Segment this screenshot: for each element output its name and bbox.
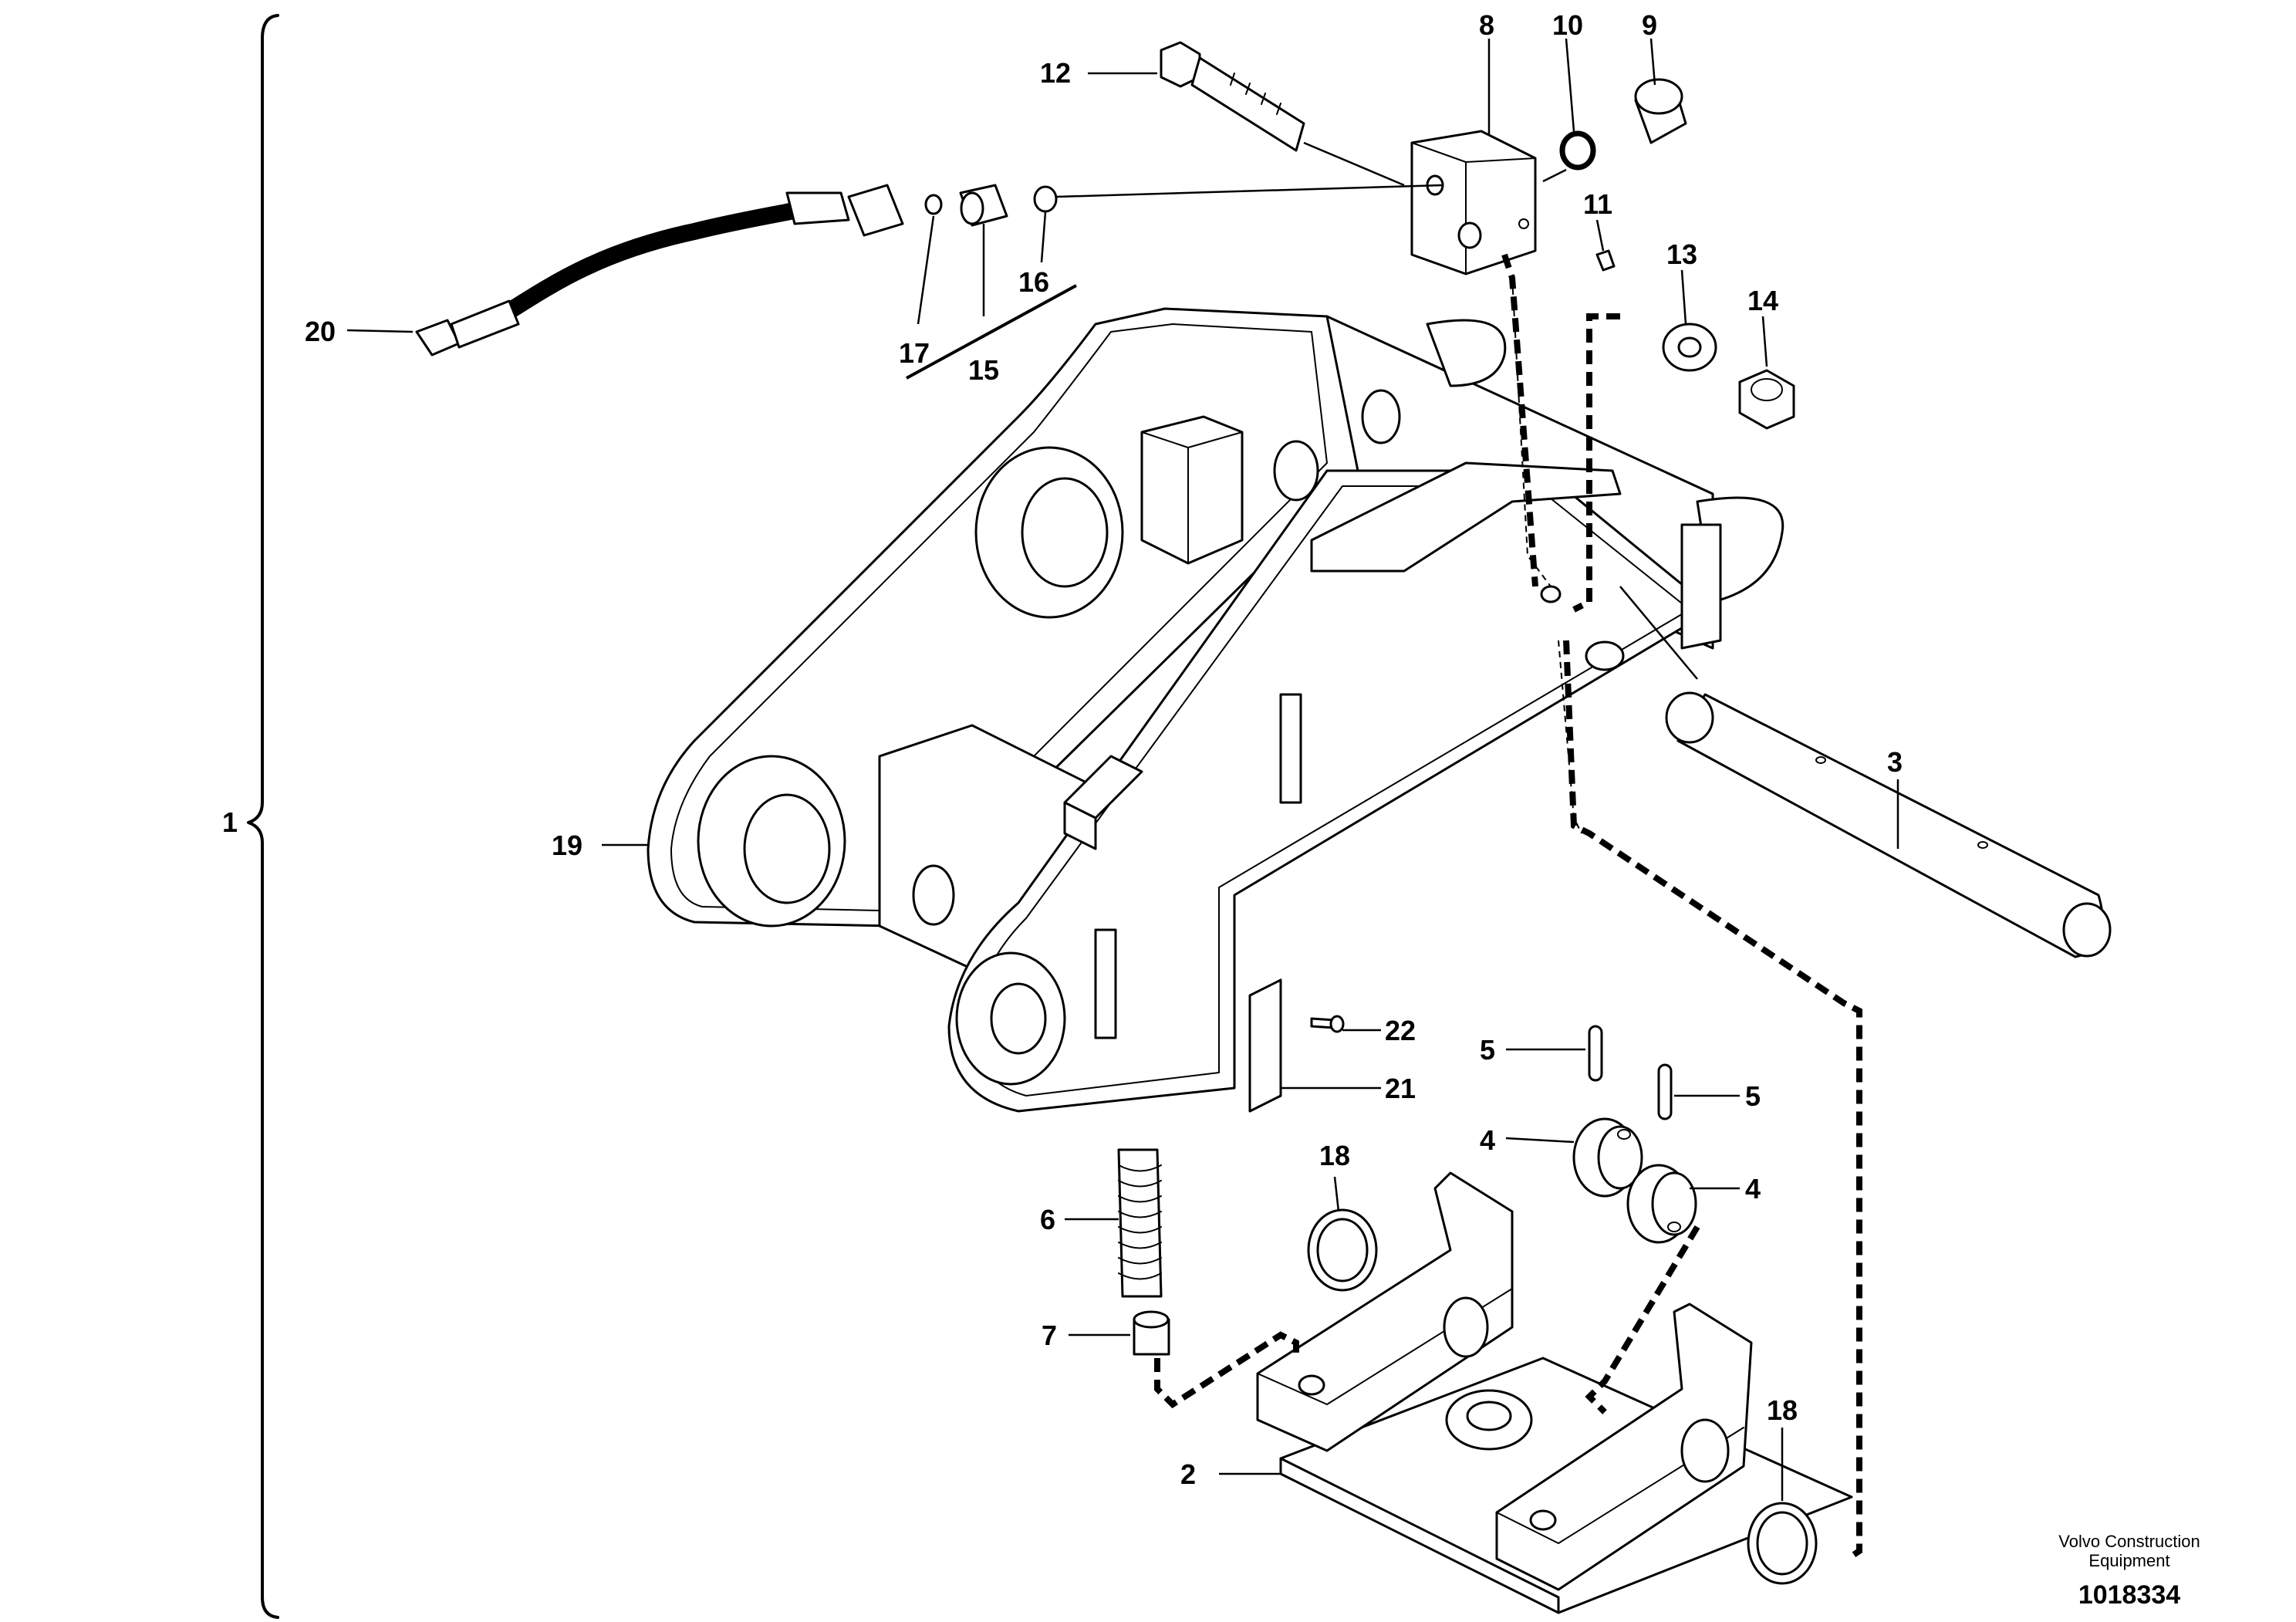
callout-2: 2 [1180, 1458, 1196, 1490]
latch-plate-part-2 [1256, 1171, 1853, 1614]
assembly-brace [247, 14, 279, 1619]
callout-labels: 1 12 8 10 9 11 13 14 20 16 17 15 3 19 22… [222, 9, 1903, 1490]
callout-12: 12 [1040, 57, 1071, 89]
drawing-footer: Volvo Construction Equipment 1018334 [2058, 1532, 2200, 1610]
callout-8: 8 [1479, 9, 1494, 41]
screw-part-22 [1310, 1015, 1345, 1033]
callout-9: 9 [1642, 9, 1657, 41]
callout-6: 6 [1040, 1204, 1055, 1235]
brand-line-1: Volvo Construction [2058, 1532, 2200, 1551]
spring-part-6 [1117, 1148, 1163, 1298]
roll-pin-part-5-left [1588, 1025, 1603, 1082]
adapter-part-15 [959, 184, 1008, 227]
callout-21: 21 [1385, 1073, 1416, 1104]
assembly-paths [1056, 141, 1862, 1562]
callout-18-lower: 18 [1767, 1394, 1798, 1426]
bushing-part-4-right [1626, 1164, 1697, 1244]
callout-4-left: 4 [1480, 1124, 1495, 1156]
callout-4-right: 4 [1745, 1173, 1761, 1205]
callout-leaders [346, 38, 1899, 1501]
plate-part-21 [1248, 978, 1282, 1113]
bolt-part-12 [1160, 41, 1305, 152]
pin-part-3 [1665, 691, 2112, 958]
callout-22: 22 [1385, 1015, 1416, 1046]
ring-part-18-upper [1307, 1208, 1378, 1292]
drawing-number: 1018334 [2078, 1580, 2180, 1610]
hose-assembly-part-20 [415, 184, 904, 357]
callout-13: 13 [1666, 238, 1697, 270]
callout-17: 17 [899, 337, 930, 369]
callout-14: 14 [1747, 285, 1778, 316]
callout-5-right: 5 [1745, 1080, 1761, 1112]
o-ring-part-16 [1033, 185, 1058, 213]
valve-block-part-8 [1410, 130, 1537, 275]
brand-line-2: Equipment [2088, 1551, 2169, 1570]
callout-3: 3 [1887, 746, 1903, 778]
callout-19: 19 [552, 830, 582, 861]
callout-10: 10 [1552, 9, 1583, 41]
callout-5-left: 5 [1480, 1034, 1495, 1066]
ring-part-18-lower [1747, 1502, 1818, 1585]
quick-coupler-frame [647, 307, 1784, 1113]
washer-part-13 [1662, 323, 1717, 372]
bushing-part-4-left [1572, 1117, 1643, 1198]
nut-part-14 [1738, 369, 1795, 430]
callout-16: 16 [1018, 266, 1049, 298]
plug-part-11 [1595, 249, 1616, 272]
callout-18-upper: 18 [1319, 1140, 1350, 1171]
roll-pin-part-5-right [1657, 1063, 1673, 1120]
callout-15: 15 [968, 354, 999, 386]
callout-20: 20 [305, 316, 336, 347]
callout-7: 7 [1042, 1320, 1057, 1351]
o-ring-part-10 [1559, 130, 1596, 171]
cap-part-9 [1634, 78, 1687, 144]
o-ring-part-17 [924, 194, 943, 215]
callout-11: 11 [1583, 188, 1612, 220]
sleeve-part-7 [1133, 1310, 1170, 1356]
callout-1: 1 [222, 806, 238, 838]
